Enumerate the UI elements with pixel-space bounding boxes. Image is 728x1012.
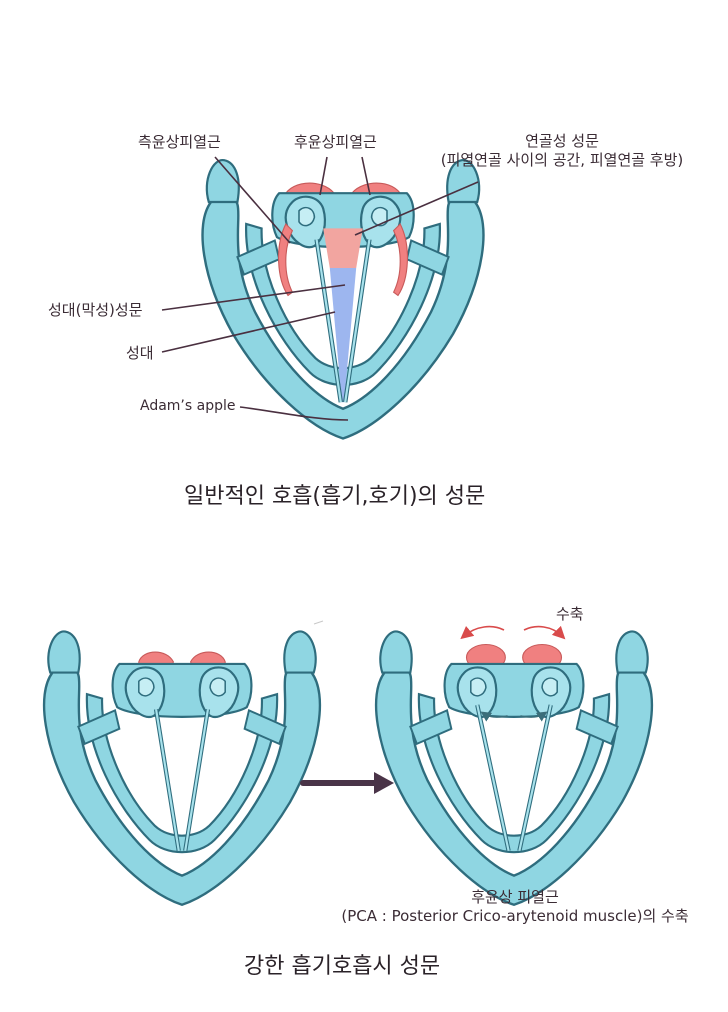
caption-bottom: 강한 흡기호흡시 성문	[244, 954, 441, 979]
label-membranous-glottis: 성대(막성)성문	[48, 301, 143, 319]
label-lateral-cricoarytenoid: 측윤상피열근	[138, 133, 221, 151]
larynx-bottom-left	[42, 630, 322, 906]
label-cartilaginous-glottis-title: 연골성 성문	[525, 132, 599, 150]
cartilaginous-glottis-area	[323, 228, 363, 268]
caption-top: 일반적인 호흡(흡기,호기)의 성문	[184, 484, 486, 509]
membranous-glottis-area	[329, 268, 357, 403]
label-cartilaginous-glottis: 연골성 성문 (피열연골 사이의 공간, 피열연골 후방)	[412, 132, 712, 170]
leader-lines-top	[161, 156, 479, 421]
label-posterior-cricoarytenoid: 후윤상피열근	[294, 133, 377, 151]
label-cartilaginous-glottis-desc: (피열연골 사이의 공간, 피열연골 후방)	[440, 150, 684, 169]
larynx-bottom-right	[374, 630, 654, 906]
label-contraction: 수축	[556, 605, 584, 623]
contraction-arrows	[460, 625, 566, 640]
label-vocal-fold: 성대	[126, 344, 154, 362]
transition-arrow	[300, 772, 394, 794]
label-pca: 후윤상 피열근 (PCA : Posterior Crico-arytenoid…	[340, 888, 690, 926]
larynx-top	[201, 158, 485, 440]
label-pca-desc: (PCA : Posterior Crico-arytenoid muscle)…	[341, 906, 689, 925]
label-adams-apple: Adam’s apple	[140, 398, 236, 414]
label-pca-title: 후윤상 피열근	[471, 888, 559, 906]
